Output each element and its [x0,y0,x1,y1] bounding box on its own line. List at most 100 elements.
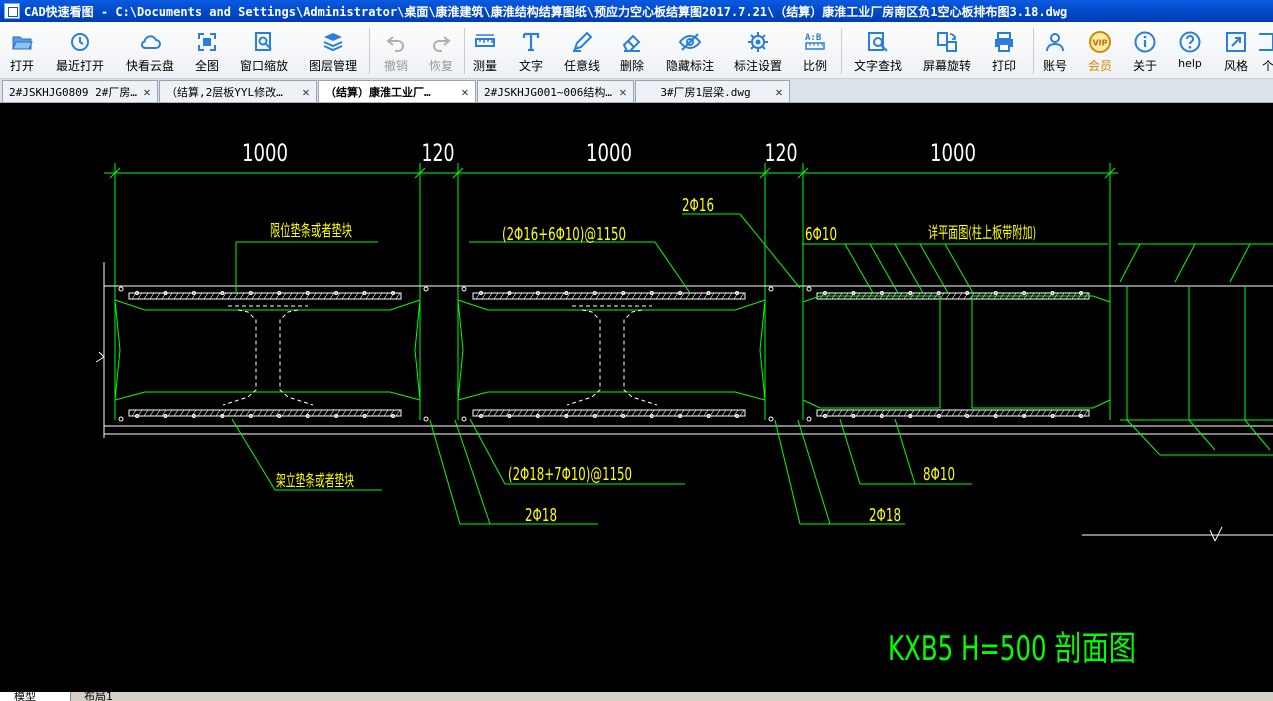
toolbar-button-label: 恢复 [428,59,453,73]
toolbar-button-label: 全图 [194,59,219,73]
close-tab-icon[interactable]: ✕ [143,84,151,99]
help-icon [1179,31,1201,53]
folder-open-icon [12,36,33,50]
layout1-tab[interactable]: 布局1 [84,692,113,701]
toolbar-button-vip-badge[interactable]: VIP 会员 [1070,22,1130,78]
measure-ruler-icon [475,34,495,47]
annotation-spacer-top: 限位垫条或者垫块 [270,221,352,240]
document-tab-5[interactable]: 3#厂房1层梁.dwg✕ [635,80,790,102]
svg-text:A:B: A:B [805,33,822,43]
document-tab-2[interactable]: （结算,2层板YYL修改…✕ [159,80,317,102]
toolbar-button-redo[interactable]: 恢复 [411,22,471,78]
style-icon [1226,32,1246,52]
toolbar-button-measure-ruler[interactable]: 测量 [455,22,515,78]
dimension-label: 120 [765,139,798,167]
toolbar-separator [841,28,842,74]
scale-ab-icon: A:B [805,33,825,50]
document-tab-bar: 2#JSKHJG0809 2#厂房…✕（结算,2层板YYL修改…✕（结算）康淮工… [0,79,1273,103]
close-tab-icon[interactable]: ✕ [302,84,310,99]
document-tab-label: 2#JSKHJG0809 2#厂房… [9,85,137,99]
toolbar-button-label: 屏幕旋转 [922,59,971,73]
toolbar-button-label: 标注设置 [733,59,782,73]
slab-section-geometry [95,163,1273,542]
annotation-2phi16: 2Φ16 [682,195,714,216]
eye-hidden-icon [678,33,702,51]
dimension-label: 1000 [242,139,288,167]
toolbar-button-undo[interactable]: 撤销 [366,22,426,78]
more-icon [1259,33,1273,51]
toolbar-button-label: 文字查找 [853,59,902,73]
toolbar-button-help[interactable]: help [1160,22,1220,78]
text-search-icon [868,32,888,52]
toolbar-button-label: 隐藏标注 [665,59,714,73]
document-tab-3[interactable]: （结算）康淮工业厂… ✕ [318,80,476,102]
toolbar-button-label: 测量 [472,59,497,73]
toolbar-button-eraser[interactable]: 删除 [602,22,662,78]
toolbar-separator [464,28,465,74]
annotation-top-rebar: (2Φ16+6Φ10)@1150 [502,224,626,245]
document-tab-1[interactable]: 2#JSKHJG0809 2#厂房… ✕ [2,80,158,102]
toolbar-button-label: 文字 [518,59,543,73]
document-tab-4[interactable]: 2#JSKHJG001~006结构…✕ [477,80,634,102]
model-tab[interactable]: 模型 [0,692,71,701]
toolbar-separator [369,28,370,74]
annotation-2phi18-left: 2Φ18 [525,505,557,526]
toolbar-button-text-search[interactable]: 文字查找 [848,22,908,78]
toolbar-button-fit-view[interactable]: 全图 [177,22,237,78]
main-toolbar: 打开 最近打开快看云盘全图 窗口缩放 图层管理 撤销 恢复 测量 文字 任意线 删除 隐藏标注 标注设… [0,22,1273,79]
annotation-bottom-rebar: (2Φ18+7Φ10)@1150 [508,464,632,485]
vip-badge-icon: VIP [1089,31,1111,53]
toolbar-button-label: 删除 [619,59,644,73]
toolbar-button-label: 任意线 [563,59,600,73]
toolbar-button-style[interactable]: 风格 [1206,22,1266,78]
annotation-spacer-bottom: 架立垫条或者垫块 [276,471,354,490]
toolbar-button-label: 会员 [1087,59,1112,73]
toolbar-button-layers[interactable]: 图层管理 [303,22,363,78]
text-t-icon [522,32,540,52]
toolbar-button-label: help [1178,57,1202,70]
dimension-label: 1000 [930,139,976,167]
rotate-screen-icon [937,32,957,52]
section-title: KXB5 H=500 剖面图 [888,629,1136,669]
toolbar-button-label: 图层管理 [308,59,357,73]
toolbar-separator [1033,28,1034,74]
toolbar-button-label: 打开 [9,59,34,73]
close-tab-icon[interactable]: ✕ [775,84,783,99]
zoom-window-icon [255,32,272,51]
toolbar-button-eye-hidden[interactable]: 隐藏标注 [660,22,720,78]
toolbar-button-gear-settings[interactable]: 标注设置 [728,22,788,78]
fit-view-icon [198,33,216,51]
toolbar-button-text-t[interactable]: 文字 [501,22,561,78]
toolbar-button-recent-clock[interactable]: 最近打开 [50,22,110,78]
toolbar-button-label: 撤销 [383,59,408,73]
toolbar-button-label: 风格 [1223,59,1248,73]
toolbar-button-more[interactable]: 个 [1238,22,1273,78]
toolbar-button-folder-open[interactable]: 打开 [0,22,52,78]
cloud-icon [140,35,161,49]
layout-tab-bar: 模型 布局1 [0,692,1273,701]
close-tab-icon[interactable]: ✕ [619,84,627,99]
toolbar-button-info[interactable]: 关于 [1115,22,1175,78]
toolbar-button-pencil[interactable]: 任意线 [552,22,612,78]
annotation-see-plan: 详平面图(柱上板带附加) [928,223,1036,242]
document-tab-label: （结算）康淮工业厂… [325,85,431,99]
toolbar-button-label: 关于 [1132,59,1157,73]
recent-clock-icon [71,33,89,51]
toolbar-button-cloud[interactable]: 快看云盘 [120,22,180,78]
annotation-2phi18-right: 2Φ18 [869,505,901,526]
pencil-icon [573,31,593,52]
toolbar-button-zoom-window[interactable]: 窗口缩放 [234,22,294,78]
toolbar-button-rotate-screen[interactable]: 屏幕旋转 [917,22,977,78]
user-icon [1046,33,1064,52]
toolbar-button-label: 窗口缩放 [239,59,288,73]
canvas-background [0,103,1273,692]
layers-icon [323,33,343,52]
toolbar-button-printer[interactable]: 打印 [974,22,1034,78]
close-tab-icon[interactable]: ✕ [461,84,469,99]
toolbar-button-label: 打印 [991,59,1016,73]
redo-icon [433,36,451,52]
toolbar-button-user[interactable]: 账号 [1025,22,1085,78]
eraser-icon [622,34,641,52]
